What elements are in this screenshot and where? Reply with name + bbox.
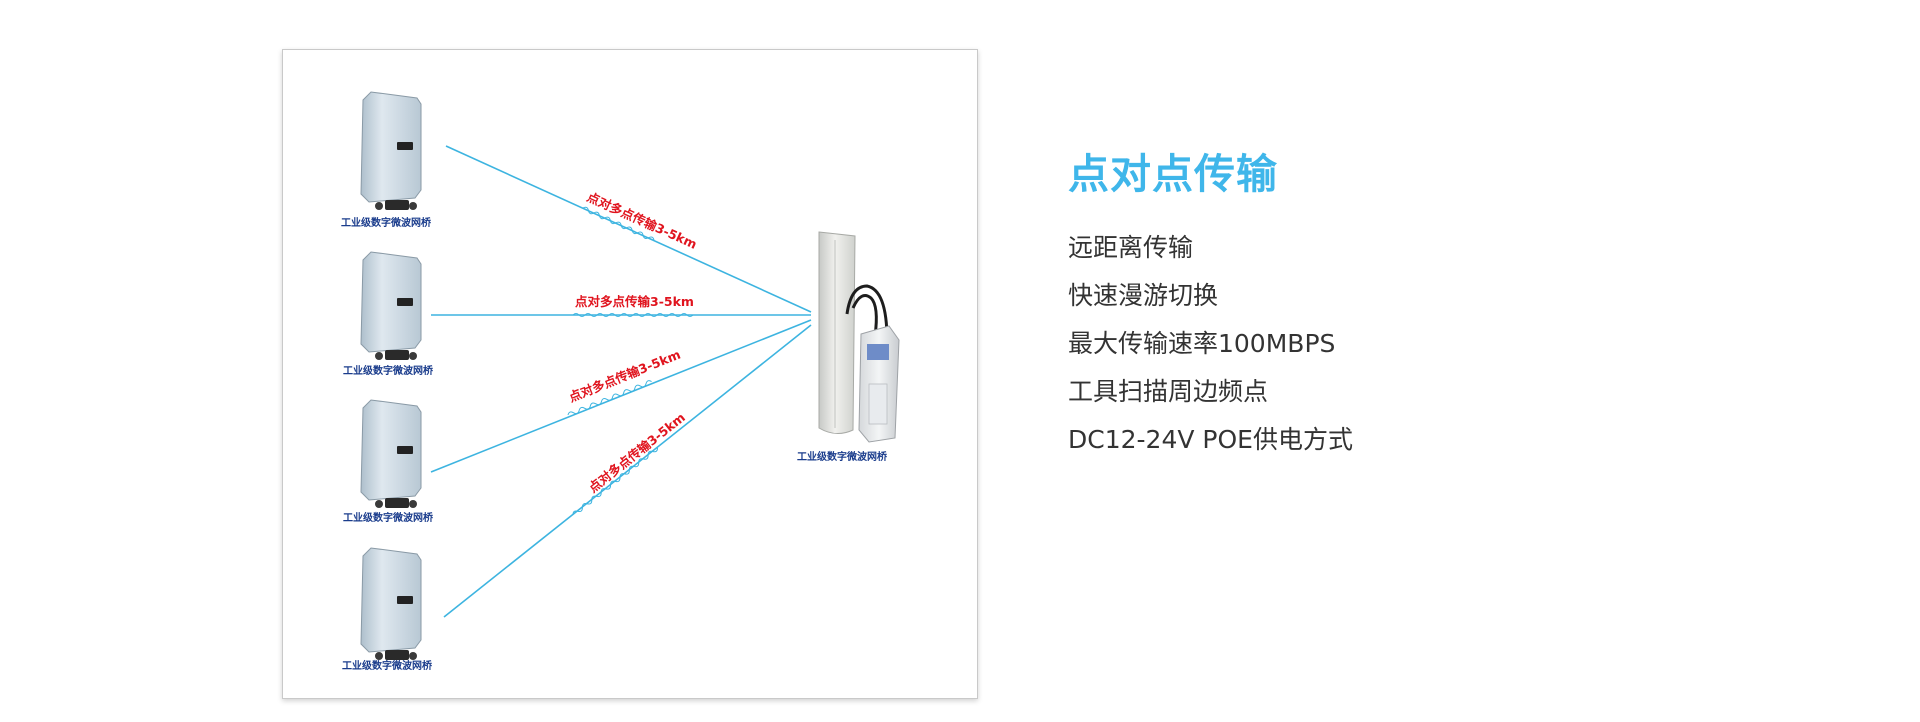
link-lines	[430, 145, 812, 618]
antenna-bridge-box	[858, 325, 900, 443]
device-label-1: 工业级数字微波网桥	[341, 216, 432, 229]
antenna-label: 工业级数字微波网桥	[797, 450, 888, 463]
link-label-4: 点对多点传输3-5km	[586, 410, 688, 496]
feature-list: 远距离传输 快速漫游切换 最大传输速率100MBPS 工具扫描周边频点 DC12…	[1068, 224, 1628, 464]
feature-item: 最大传输速率100MBPS	[1068, 329, 1336, 358]
sector-antenna	[818, 231, 889, 434]
device-label-2: 工业级数字微波网桥	[343, 364, 434, 377]
link-label-2: 点对多点传输3-5km	[575, 294, 694, 309]
link-wave-3	[567, 380, 652, 416]
link-wave-2	[572, 313, 694, 317]
feature-item: 快速漫游切换	[1068, 281, 1219, 310]
link-label-1: 点对多点传输3-5km	[585, 189, 699, 252]
link-wave-1	[582, 206, 655, 241]
bridge-device-2	[360, 251, 422, 360]
link-line-4	[443, 324, 812, 618]
diagram-svg: 点对多点传输3-5km 点对多点传输3-5km 点对多点传输3-5km 点对多点…	[341, 91, 900, 672]
feature-title: 点对点传输	[1068, 150, 1278, 198]
device-label-4: 工业级数字微波网桥	[342, 659, 433, 672]
link-wave-4	[572, 447, 659, 516]
feature-panel: 点对点传输 远距离传输 快速漫游切换 最大传输速率100MBPS 工具扫描周边频…	[1068, 146, 1628, 464]
device-label-3: 工业级数字微波网桥	[343, 511, 434, 524]
feature-item: 工具扫描周边频点	[1068, 377, 1269, 406]
link-label-3: 点对多点传输3-5km	[567, 347, 683, 405]
feature-item: DC12-24V POE供电方式	[1068, 425, 1353, 454]
bridge-device-3	[360, 399, 422, 508]
bridge-device-1	[360, 91, 422, 210]
network-diagram: 点对多点传输3-5km 点对多点传输3-5km 点对多点传输3-5km 点对多点…	[282, 49, 978, 699]
link-line-1	[445, 145, 812, 313]
bridge-device-4	[360, 547, 422, 660]
feature-item: 远距离传输	[1068, 233, 1194, 262]
